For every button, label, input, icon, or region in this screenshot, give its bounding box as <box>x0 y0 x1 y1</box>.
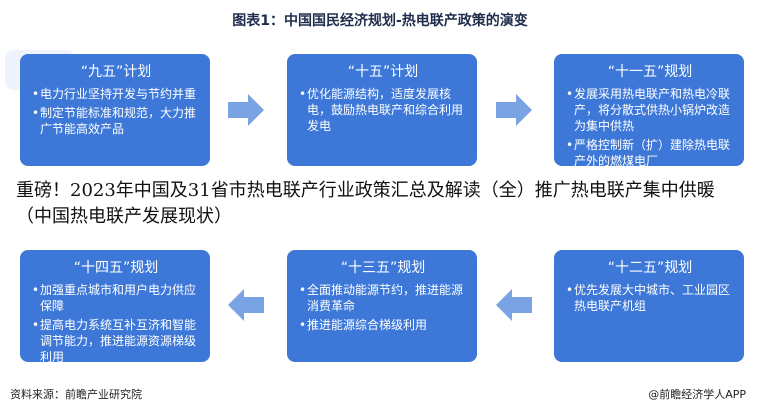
plan-box-9th: “九五”计划 电力行业坚持开发与节约并重 制定节能标准和规范，大力推广节能高效产… <box>20 54 210 166</box>
plan-heading: “十二五”规划 <box>607 260 693 276</box>
plan-box-12th: “十二五”规划 优先发展大中城市、工业园区热电联产机组 <box>554 250 744 362</box>
chart-title: 图表1：中国国民经济规划-热电联产政策的演变 <box>232 13 528 29</box>
plan-item: 推进能源综合梯级利用 <box>299 317 467 333</box>
plan-box-11th: “十一五”规划 发展采用热电联产和热电冷联产，将分散式供热小锅炉改造为集中供热 … <box>554 54 744 166</box>
plan-box-14th: “十四五”规划 加强重点城市和用户电力供应保障 提高电力系统互补互济和智能调节能… <box>20 250 210 362</box>
arrow-right-icon <box>496 94 532 126</box>
plan-item: 提高电力系统互补互济和智能调节能力，推进能源资源梯级利用 <box>32 317 200 362</box>
plan-box-10th: “十五”计划 优化能源结构，适度发展核电，鼓励热电联产和综合利用发电 <box>287 54 477 166</box>
plan-heading: “十三五”规划 <box>340 260 426 276</box>
plan-item: 制定节能标准和规范，大力推广节能高效产品 <box>32 105 200 137</box>
plan-box-13th: “十三五”规划 全面推动能源节约，推进能源消费革命 推进能源综合梯级利用 <box>287 250 477 362</box>
overlay-headline: 重磅！2023年中国及31省市热电联产行业政策汇总及解读（全）推广热电联产集中供… <box>16 180 715 227</box>
plan-item: 发展采用热电联产和热电冷联产，将分散式供热小锅炉改造为集中供热 <box>566 86 734 134</box>
arrow-left-icon <box>228 289 264 321</box>
plan-heading: “十四五”规划 <box>73 260 159 276</box>
plan-item: 严格控制新（扩）建除热电联产外的燃煤电厂 <box>566 137 734 166</box>
plan-heading: “十五”计划 <box>347 64 419 80</box>
plan-item: 优先发展大中城市、工业园区热电联产机组 <box>566 282 734 314</box>
credit-note: @前瞻经济学人APP <box>648 388 746 401</box>
plan-item: 加强重点城市和用户电力供应保障 <box>32 282 200 314</box>
headline-band <box>0 172 760 242</box>
source-note: 资料来源：前瞻产业研究院 <box>10 388 142 401</box>
plan-heading: “十一五”规划 <box>607 64 693 80</box>
plan-item: 优化能源结构，适度发展核电，鼓励热电联产和综合利用发电 <box>299 86 467 134</box>
plan-item: 电力行业坚持开发与节约并重 <box>32 86 200 102</box>
plan-item: 全面推动能源节约，推进能源消费革命 <box>299 282 467 314</box>
plan-heading: “九五”计划 <box>80 64 152 80</box>
arrow-left-icon <box>496 289 532 321</box>
arrow-right-icon <box>228 94 264 126</box>
